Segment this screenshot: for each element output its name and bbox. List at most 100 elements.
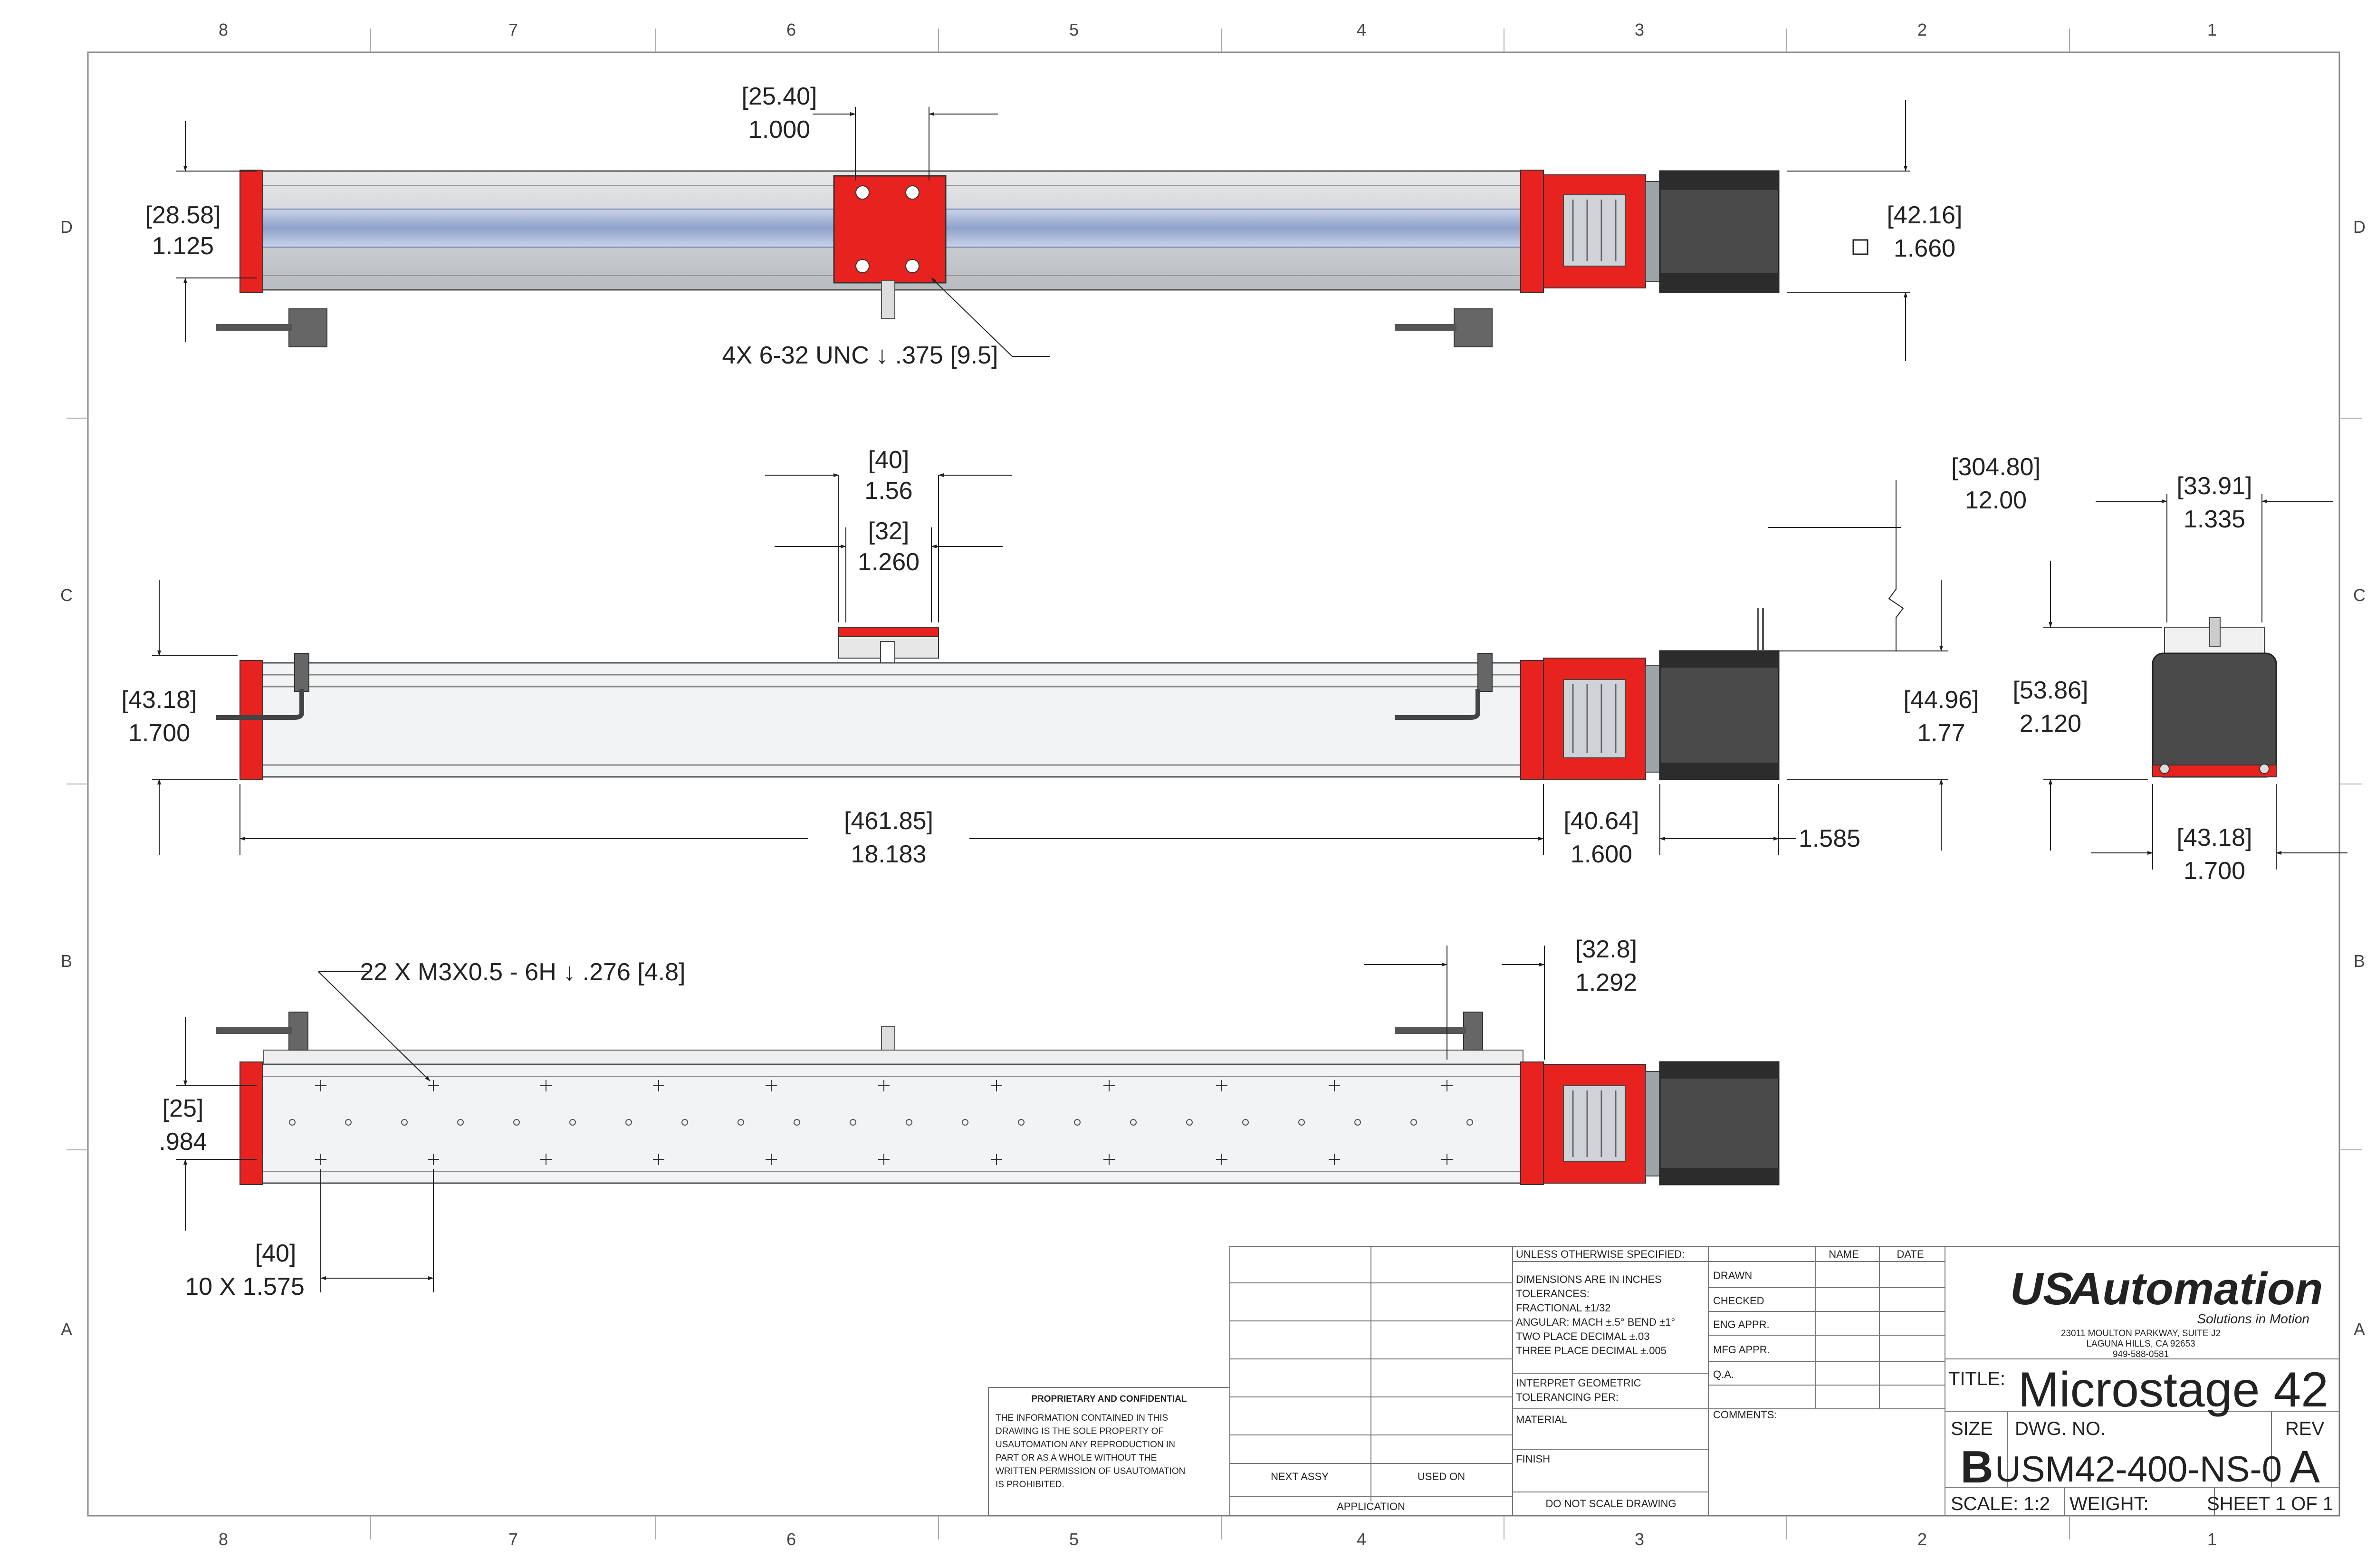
- tapped-hole-marker: [540, 1080, 552, 1091]
- bottom-view: 22 X M3X0.5 - 6H ↓ .276 [4.8] [32.8] 1.2…: [159, 936, 1780, 1300]
- bottom-dim-pitch-in: 10 X 1.575: [185, 1273, 305, 1300]
- tapped-hole-marker: [991, 1154, 1002, 1165]
- end-dim-width-in: 1.700: [2184, 857, 2245, 885]
- center-hole-marker: [457, 1119, 464, 1126]
- top-dim-mount-mm: [25.40]: [741, 83, 817, 110]
- tb-tol-line-5: THREE PLACE DECIMAL ±.005: [1516, 1345, 1667, 1357]
- zone-col-5: 5: [1069, 20, 1079, 39]
- tb-address-0: 23011 MOULTON PARKWAY, SUITE J2: [2061, 1329, 2221, 1339]
- center-hole-marker: [345, 1119, 352, 1126]
- end-dim-top-mm: [33.91]: [2176, 472, 2252, 500]
- tb-name-header: NAME: [1829, 1248, 1859, 1260]
- tb-proprietary-1: DRAWING IS THE SOLE PROPERTY OF: [996, 1426, 1164, 1436]
- tb-dwg-no: USM42-400-NS-0: [1995, 1449, 2282, 1490]
- tb-eng-appr: ENG APPR.: [1713, 1319, 1770, 1330]
- bottom-rail-body: [259, 1063, 1525, 1184]
- tb-application: APPLICATION: [1337, 1501, 1405, 1512]
- side-dim-length-mm: [461.85]: [844, 807, 933, 835]
- side-dim-cable-in: 12.00: [1965, 487, 2027, 514]
- zone-row-a: A: [61, 1319, 72, 1339]
- side-dim-coupler-in: 1.600: [1571, 841, 1632, 868]
- top-dim-motor-mm: [42.16]: [1887, 201, 1962, 229]
- logo-automation: Automation: [2069, 1263, 2323, 1314]
- tb-size-label: SIZE: [1951, 1418, 1993, 1439]
- center-hole-marker: [681, 1119, 688, 1126]
- tb-sheet: SHEET 1 OF 1: [2207, 1493, 2333, 1514]
- tb-date-header: DATE: [1897, 1248, 1924, 1260]
- zone-row-b-right: B: [2354, 951, 2365, 971]
- zone-col-6-bottom: 6: [786, 1530, 796, 1549]
- side-dim-inner-mm: [32]: [868, 517, 910, 545]
- side-dim-motor-length: 1.585: [1799, 825, 1860, 852]
- tapped-hole-marker: [1103, 1080, 1115, 1091]
- top-dim-height-mm: [28.58]: [145, 201, 220, 229]
- end-dim-height-in: 2.120: [2020, 710, 2081, 737]
- center-hole-marker: [850, 1119, 856, 1126]
- tb-interpret-1: TOLERANCING PER:: [1516, 1391, 1619, 1403]
- zone-row-c-right: C: [2353, 585, 2366, 605]
- zone-col-4-bottom: 4: [1357, 1530, 1366, 1549]
- zone-col-1: 1: [2207, 20, 2217, 39]
- tb-interpret-0: INTERPRET GEOMETRIC: [1516, 1377, 1641, 1389]
- zone-col-7: 7: [508, 20, 518, 39]
- tapped-hole-marker: [428, 1154, 439, 1165]
- top-hole-callout: 4X 6-32 UNC ↓ .375 [9.5]: [722, 342, 998, 369]
- tapped-hole-marker: [1103, 1154, 1115, 1165]
- center-hole-marker: [962, 1119, 968, 1126]
- tb-proprietary-5: IS PROHIBITED.: [996, 1480, 1064, 1490]
- tb-address-1: LAGUNA HILLS, CA 92653: [2086, 1339, 2195, 1349]
- bottom-stepper-motor: [1659, 1061, 1780, 1186]
- side-dim-motor-h-in: 1.77: [1917, 719, 1965, 747]
- center-hole-marker: [906, 1119, 912, 1126]
- tb-address-2: 949-588-0581: [2113, 1349, 2169, 1359]
- tapped-hole-marker: [653, 1080, 664, 1091]
- tb-tol-line-0: DIMENSIONS ARE IN INCHES: [1516, 1273, 1662, 1285]
- tb-finish: FINISH: [1516, 1453, 1550, 1465]
- tapped-hole-marker: [428, 1080, 439, 1091]
- tb-material: MATERIAL: [1516, 1414, 1567, 1425]
- side-right-end-plate: [1520, 660, 1544, 780]
- center-hole-marker: [1354, 1119, 1361, 1126]
- tb-proprietary-2: USAUTOMATION ANY REPRODUCTION IN: [996, 1440, 1175, 1450]
- center-hole-marker: [1466, 1119, 1473, 1126]
- zone-col-2: 2: [1917, 20, 1927, 39]
- zone-col-1-bottom: 1: [2207, 1530, 2217, 1549]
- top-left-end-plate: [240, 170, 263, 293]
- side-dim-height-mm: [43.18]: [121, 686, 197, 714]
- tapped-hole-marker: [1216, 1154, 1227, 1165]
- tapped-hole-marker: [1441, 1080, 1453, 1091]
- tb-drawn: DRAWN: [1713, 1270, 1752, 1281]
- mounting-hole-pattern: [289, 1080, 1473, 1165]
- zone-col-4: 4: [1357, 20, 1366, 39]
- tapped-hole-marker: [1329, 1154, 1340, 1165]
- tapped-hole-marker: [1329, 1080, 1340, 1091]
- tapped-hole-marker: [878, 1080, 890, 1091]
- center-hole-marker: [1298, 1119, 1305, 1126]
- tb-scale: SCALE: 1:2: [1951, 1493, 2050, 1514]
- top-dim-mount-in: 1.000: [748, 116, 810, 143]
- side-dim-carriage-mm: [40]: [868, 446, 910, 474]
- center-hole-marker: [794, 1119, 800, 1126]
- tapped-hole-marker: [991, 1080, 1002, 1091]
- tb-next-assy: NEXT ASSY: [1271, 1471, 1329, 1482]
- tapped-hole-marker: [315, 1154, 326, 1165]
- center-hole-marker: [1410, 1119, 1417, 1126]
- tapped-hole-marker: [653, 1154, 664, 1165]
- title-block: [988, 1246, 2340, 1516]
- side-stepper-motor: [1659, 650, 1780, 780]
- zone-row-a-right: A: [2354, 1319, 2365, 1339]
- side-dim-height-in: 1.700: [128, 719, 190, 747]
- side-dim-cable-mm: [304.80]: [1951, 453, 2041, 481]
- tb-do-not-scale: DO NOT SCALE DRAWING: [1545, 1498, 1676, 1510]
- zone-row-d-right: D: [2353, 217, 2366, 237]
- center-hole-marker: [569, 1119, 576, 1126]
- tb-checked: CHECKED: [1713, 1295, 1764, 1307]
- zone-row-d: D: [60, 217, 73, 237]
- side-dim-length-in: 18.183: [851, 841, 926, 868]
- end-dim-width-mm: [43.18]: [2176, 824, 2252, 851]
- tb-mfg-appr: MFG APPR.: [1713, 1344, 1770, 1356]
- zone-labels: 8 7 6 5 4 3 2 1 8 7 6 5 4 3 2 1 D C B A …: [60, 20, 2366, 1549]
- bottom-dim-row-mm: [25]: [163, 1095, 204, 1122]
- end-view-body: [2152, 652, 2277, 778]
